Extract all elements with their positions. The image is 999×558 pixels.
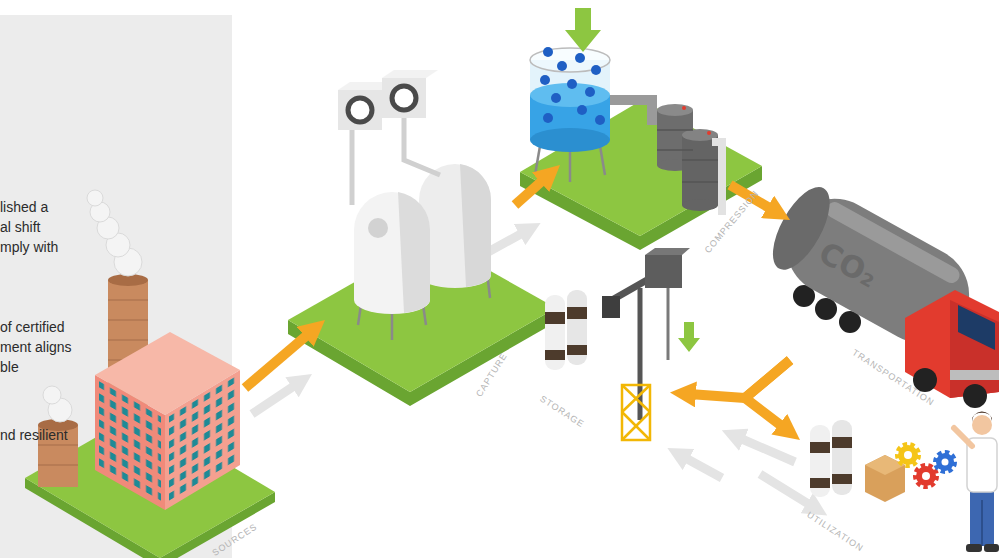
body-text-fragment: ment aligns	[0, 340, 72, 354]
body-text-fragment: nd resilient	[0, 428, 68, 442]
compression-illustration	[520, 8, 762, 250]
capture-illustration	[288, 70, 556, 406]
stage-label: UTILIZATION	[805, 510, 865, 553]
stage-node: STORAGE	[535, 250, 670, 440]
flow-arrow	[745, 360, 790, 430]
body-text-fragment: mply with	[0, 240, 58, 254]
transportation-illustration	[761, 177, 999, 408]
flow-arrow	[245, 330, 313, 388]
stage-node: COMPRESSION	[560, 10, 730, 220]
body-text-fragment: of certified	[0, 320, 65, 334]
flow-arrow	[515, 175, 548, 205]
stage-node: TRANSPORTATION	[790, 190, 999, 400]
stage-label: COMPRESSION	[703, 189, 760, 255]
stage-node: UTILIZATION	[800, 420, 950, 555]
body-text-fragment: ble	[0, 360, 19, 374]
body-text-fragment: lished a	[0, 200, 48, 214]
stage-node: SOURCES	[30, 265, 245, 558]
sources-illustration	[25, 190, 275, 558]
stage-label: TRANSPORTATION	[850, 348, 935, 408]
stage-label: SOURCES	[211, 522, 259, 558]
tank-marking: CO₂	[814, 238, 882, 293]
stage-label: CAPTURE	[475, 351, 509, 398]
grey-arrows	[252, 230, 815, 508]
stage-node: CAPTURE	[325, 70, 515, 420]
body-text-fragment: al shift	[0, 220, 40, 234]
stage-label: STORAGE	[538, 394, 586, 429]
